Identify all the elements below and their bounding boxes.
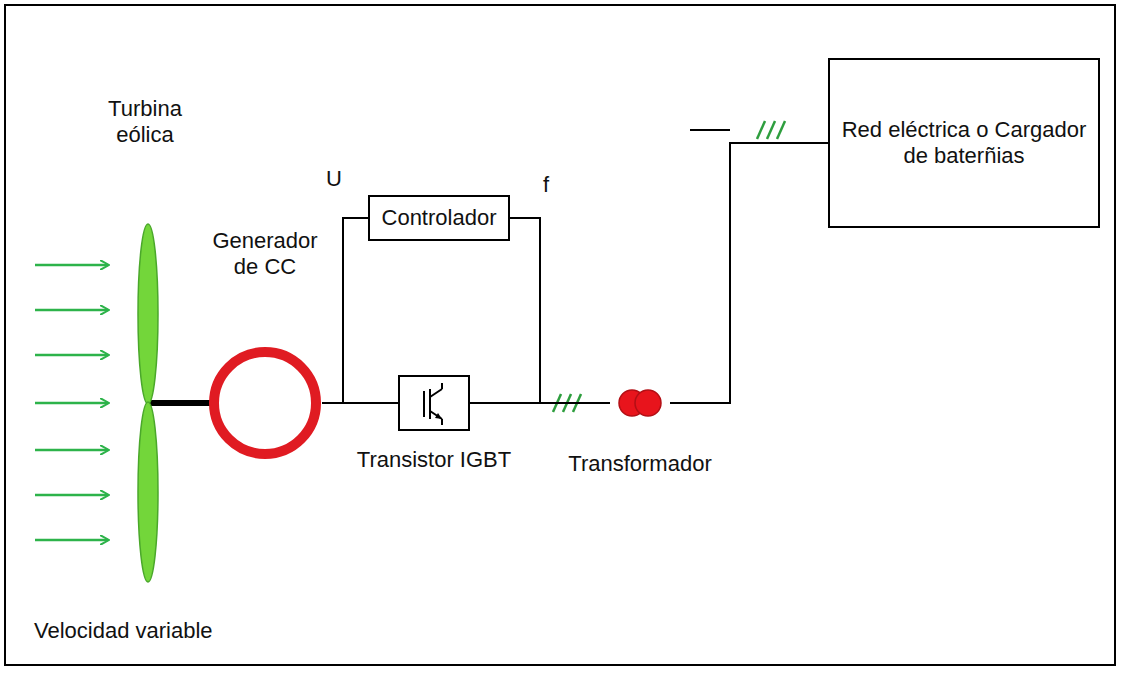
transformer: Transformador bbox=[560, 385, 720, 481]
igbt-box bbox=[398, 375, 470, 431]
wire bbox=[322, 218, 368, 403]
wire bbox=[670, 143, 828, 403]
igbt-symbol bbox=[400, 377, 468, 429]
voltage-symbol: U bbox=[326, 166, 342, 192]
generator-ring bbox=[208, 346, 322, 460]
wind-arrow bbox=[35, 402, 108, 405]
speed-note: Velocidad variable bbox=[34, 618, 213, 644]
bus-stub bbox=[690, 129, 730, 131]
controller-box: Controlador bbox=[368, 195, 510, 241]
wind-arrow bbox=[35, 309, 108, 312]
box-label: Controlador bbox=[382, 205, 497, 231]
turbine-label: Turbina eólica bbox=[90, 96, 200, 149]
wind-arrow bbox=[35, 449, 108, 452]
wind-arrows bbox=[35, 265, 108, 540]
blade bbox=[138, 224, 158, 404]
igbt-transistor: Transistor IGBT bbox=[354, 375, 514, 479]
igbt-label: Transistor IGBT bbox=[354, 447, 514, 473]
grid-box: Red eléctrica o Cargador de baterñias bbox=[828, 58, 1100, 228]
wind-arrow bbox=[35, 494, 108, 497]
wind-arrow bbox=[35, 354, 108, 357]
frequency-symbol: f bbox=[543, 172, 549, 198]
dc-generator: Generador de CC bbox=[205, 228, 325, 460]
generator-label: Generador de CC bbox=[205, 228, 325, 281]
three-phase-marks bbox=[553, 121, 785, 412]
transformer-symbol bbox=[610, 385, 670, 421]
wind-arrow bbox=[35, 264, 108, 267]
wire bbox=[510, 218, 610, 403]
shaft bbox=[148, 400, 212, 406]
box-label: Red eléctrica o Cargador de baterñias bbox=[840, 117, 1088, 170]
wind-arrow bbox=[35, 539, 108, 542]
transformer-label: Transformador bbox=[560, 451, 720, 477]
blade bbox=[138, 402, 158, 582]
